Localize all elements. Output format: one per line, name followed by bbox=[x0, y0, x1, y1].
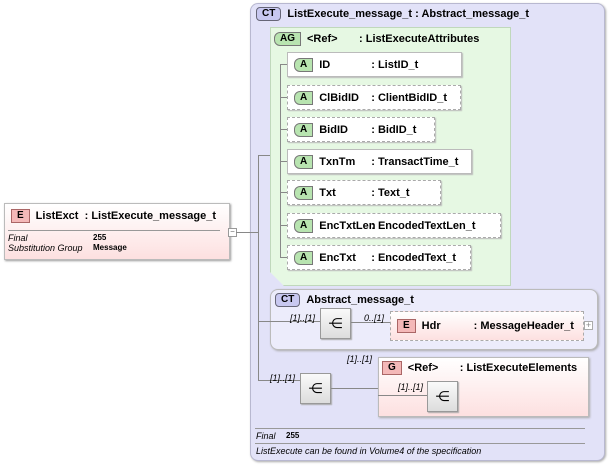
attribute-type: : Text_t bbox=[371, 186, 410, 199]
attribute-type: : EncodedTextLen_t bbox=[371, 219, 476, 232]
attribute-name: BidID bbox=[319, 123, 348, 136]
attribute-id[interactable]: A ID : ListID_t bbox=[287, 52, 462, 77]
divider bbox=[255, 443, 585, 444]
attribute-name: EncTxtLen bbox=[319, 219, 376, 232]
attribute-txntm[interactable]: A TxnTm : TransactTime_t bbox=[287, 149, 472, 174]
attribute-badge: A bbox=[294, 154, 314, 169]
multiplicity: [1]..[1] bbox=[290, 313, 316, 323]
annotation-note: ListExecute can be found in Volume4 of t… bbox=[256, 446, 482, 456]
attribute-badge: A bbox=[294, 250, 314, 265]
element-type: : ListExecute_message_t bbox=[84, 210, 217, 222]
complex-type-name: ListExecute_message_t bbox=[287, 8, 413, 20]
prop-value: 255 bbox=[93, 233, 107, 242]
complex-type-badge: CT bbox=[256, 7, 282, 21]
attribute-txt[interactable]: A Txt : Text_t bbox=[287, 180, 441, 205]
attribute-enctxtlen[interactable]: A EncTxtLen: EncodedTextLen_t bbox=[287, 213, 501, 238]
element-badge: E bbox=[397, 319, 416, 333]
attribute-type: : ListID_t bbox=[371, 58, 419, 71]
sequence-icon[interactable]: ⋲ bbox=[427, 381, 458, 412]
group-badge: G bbox=[382, 361, 402, 375]
attribute-name: EncTxt bbox=[319, 251, 356, 264]
element-name: ListExct bbox=[35, 210, 79, 222]
prop-value: Message bbox=[93, 243, 127, 252]
attribute-clbidid[interactable]: A ClBidID : ClientBidID_t bbox=[287, 85, 461, 110]
element-listexct[interactable]: E ListExct : ListExecute_message_t Final… bbox=[4, 203, 230, 260]
attribute-name: Txt bbox=[319, 186, 336, 199]
attribute-enctxt[interactable]: A EncTxt : EncodedText_t bbox=[287, 245, 471, 270]
attribute-name: ID bbox=[319, 58, 331, 71]
attribute-type: : TransactTime_t bbox=[371, 155, 459, 168]
attribute-type: : BidID_t bbox=[371, 123, 417, 136]
multiplicity: [1]..[1] bbox=[347, 354, 373, 364]
divider bbox=[8, 230, 220, 231]
base-type-badge: CT bbox=[275, 293, 301, 307]
sequence-icon[interactable]: ⋲ bbox=[300, 373, 331, 404]
attribute-type: : EncodedText_t bbox=[371, 251, 456, 264]
attribute-group-type: : ListExecuteAttributes bbox=[359, 33, 480, 45]
multiplicity: [1]..[1] bbox=[398, 382, 424, 392]
complex-type-base: : Abstract_message_t bbox=[415, 8, 530, 20]
multiplicity: 0..[1] bbox=[364, 313, 385, 323]
attribute-name: TxnTm bbox=[319, 155, 356, 168]
multiplicity: [1]..[1] bbox=[270, 373, 296, 383]
base-type-name: Abstract_message_t bbox=[306, 294, 414, 306]
final-value: 255 bbox=[286, 431, 300, 440]
attribute-badge: A bbox=[294, 57, 314, 72]
divider bbox=[255, 428, 585, 429]
attribute-badge: A bbox=[294, 185, 314, 200]
attribute-bidid[interactable]: A BidID : BidID_t bbox=[287, 117, 435, 142]
element-name: Hdr bbox=[421, 320, 441, 332]
element-badge: E bbox=[11, 209, 30, 223]
attribute-group-badge: AG bbox=[274, 32, 301, 46]
prop-label: Final bbox=[8, 233, 28, 243]
sequence-icon[interactable]: ⋲ bbox=[320, 308, 351, 339]
attribute-badge: A bbox=[294, 122, 314, 137]
element-type: : MessageHeader_t bbox=[473, 320, 574, 332]
attribute-group-name: <Ref> bbox=[307, 33, 338, 45]
attribute-badge: A bbox=[294, 218, 314, 233]
attribute-name: ClBidID bbox=[319, 91, 359, 104]
group-type: : ListExecuteElements bbox=[459, 362, 578, 374]
prop-label: Substitution Group bbox=[8, 243, 83, 253]
group-box[interactable] bbox=[378, 357, 589, 417]
group-name: <Ref> bbox=[407, 362, 439, 374]
attribute-type: : ClientBidID_t bbox=[371, 91, 448, 104]
final-label: Final bbox=[256, 431, 276, 441]
expand-icon[interactable]: + bbox=[584, 320, 593, 330]
attribute-badge: A bbox=[294, 90, 314, 105]
element-hdr[interactable]: E Hdr : MessageHeader_t bbox=[390, 311, 584, 341]
